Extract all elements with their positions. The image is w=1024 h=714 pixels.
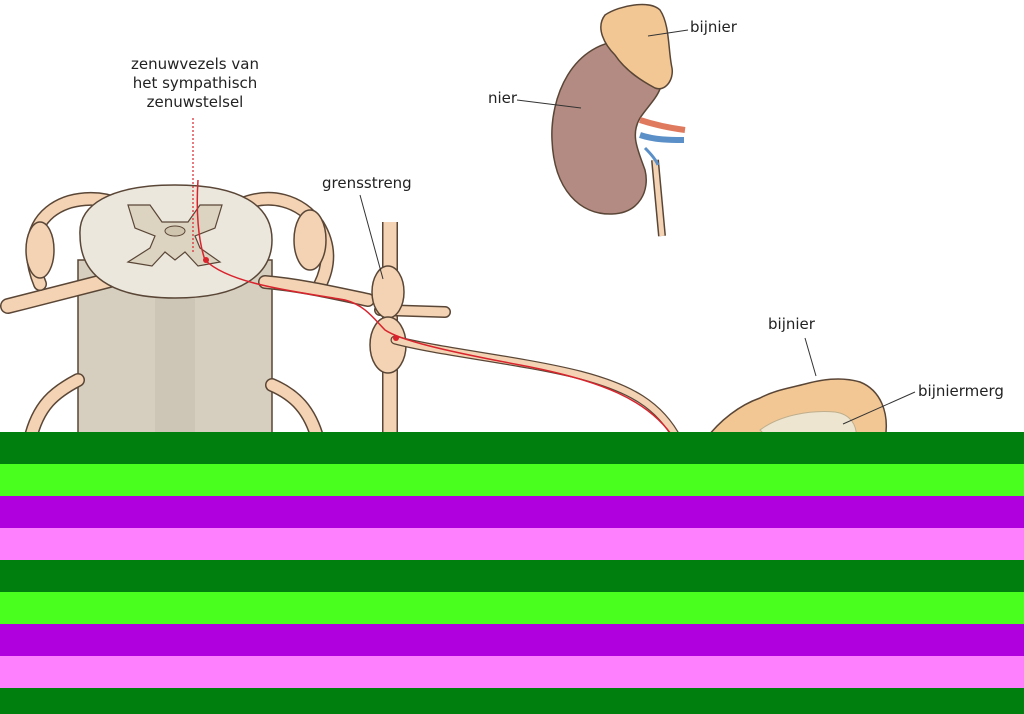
label-line: het sympathisch bbox=[132, 74, 258, 92]
band-dark-green bbox=[0, 560, 1024, 592]
sympathetic-trunk bbox=[369, 222, 683, 445]
label-line: zenuwvezels van bbox=[131, 55, 259, 73]
band-purple bbox=[0, 624, 1024, 656]
label-sympathetic-fibers: zenuwvezels van het sympathisch zenuwste… bbox=[120, 55, 270, 112]
label-kidney: nier bbox=[488, 89, 518, 107]
band-light-green bbox=[0, 592, 1024, 624]
label-sympathetic-trunk: grensstreng bbox=[322, 174, 412, 192]
label-adrenal-bottom: bijnier bbox=[768, 315, 815, 333]
label-adrenal-medulla: bijniermerg bbox=[918, 382, 1004, 400]
band-dark-green bbox=[0, 688, 1024, 714]
band-purple bbox=[0, 496, 1024, 528]
kidney-illustration bbox=[551, 3, 686, 237]
label-adrenal-top: bijnier bbox=[690, 18, 737, 36]
artifact-color-bands bbox=[0, 432, 1024, 714]
leader-lines bbox=[359, 29, 916, 425]
spinal-cord bbox=[0, 184, 375, 447]
sympathetic-fiber-path bbox=[192, 118, 676, 441]
band-pink bbox=[0, 528, 1024, 560]
adrenal-cross-section bbox=[703, 378, 887, 441]
label-line: zenuwstelsel bbox=[146, 93, 244, 111]
band-light-green bbox=[0, 464, 1024, 496]
band-pink bbox=[0, 656, 1024, 688]
band-dark-green bbox=[0, 432, 1024, 464]
